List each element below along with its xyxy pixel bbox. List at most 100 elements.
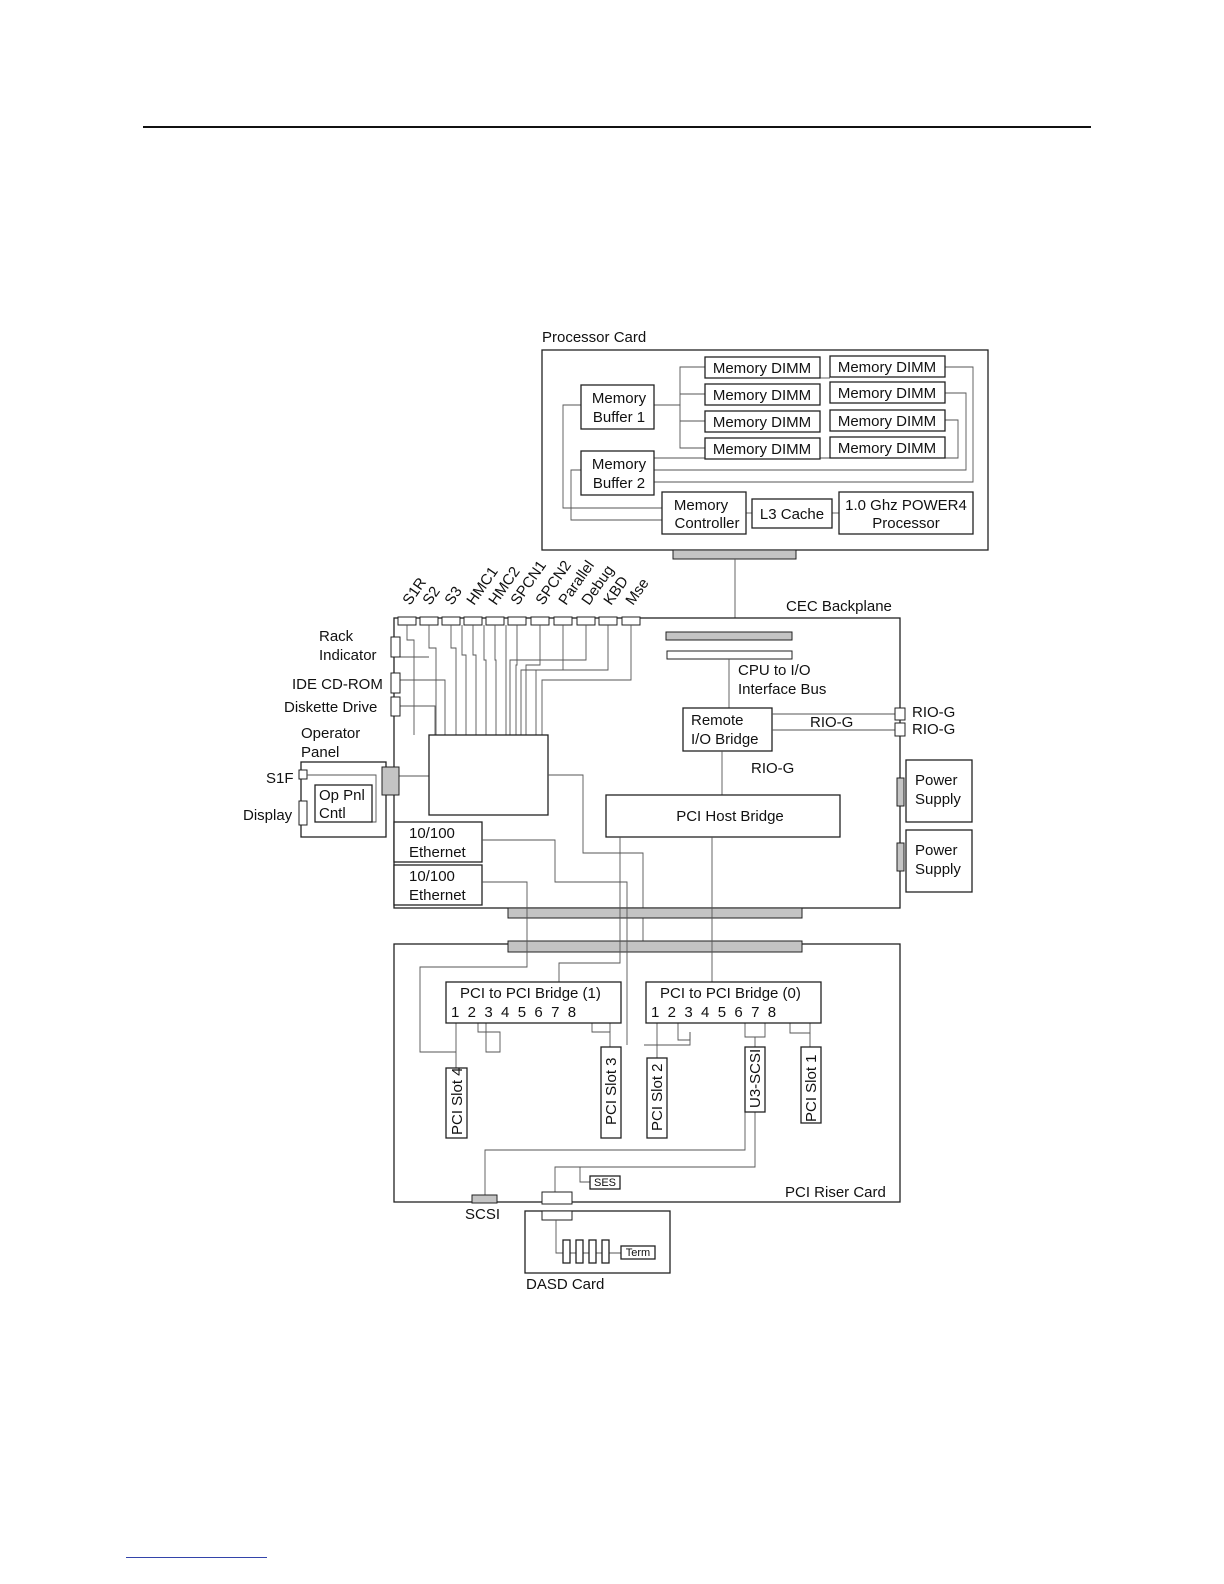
memory-dimm: Memory DIMM (704, 437, 821, 460)
pci-host-bridge: PCI Host Bridge (605, 794, 841, 838)
l3-cache: L3 Cache (751, 498, 833, 529)
ses-chip: SES (589, 1175, 621, 1190)
scsi-label: SCSI (465, 1206, 500, 1223)
ethernet-2: 10/100 Ethernet (393, 864, 483, 906)
rack-indicator-label-1: Rack (319, 628, 354, 645)
svg-text:1 2 3 4 5 6 7 8: 1 2 3 4 5 6 7 8 (651, 1004, 776, 1021)
memory-buffer-1: Memory Buffer 1 (580, 384, 655, 430)
svg-text:10/100: 10/100 (409, 868, 455, 885)
svg-text:Power: Power (915, 772, 958, 789)
svg-text:U3-SCSI: U3-SCSI (747, 1049, 764, 1108)
memory-dimm: Memory DIMM (829, 436, 946, 459)
display-label: Display (243, 807, 293, 824)
riser-dasd-connector-upper (541, 1191, 573, 1205)
svg-text:Memory DIMM: Memory DIMM (838, 359, 936, 376)
memory-dimm: Memory DIMM (704, 356, 821, 379)
rio-g-label-host: RIO-G (751, 760, 794, 777)
cpu-to-io-label-1: CPU to I/O (738, 662, 811, 679)
backplane-port-labels: S1R S2 S3 HMC1 HMC2 SPCN1 SPCN2 Parallel… (399, 558, 652, 609)
s1f-port (298, 769, 308, 780)
svg-text:PCI Slot 4: PCI Slot 4 (449, 1067, 466, 1135)
rio-g-port-1 (894, 707, 906, 721)
rio-g-label-1: RIO-G (912, 704, 955, 721)
svg-text:1 2 3 4 5 6 7 8: 1 2 3 4 5 6 7 8 (451, 1004, 576, 1021)
svg-text:Supply: Supply (915, 861, 961, 878)
port-label-s3: S3 (441, 584, 465, 609)
cec-backplane-title: CEC Backplane (786, 598, 892, 615)
processor-card-connector (672, 549, 797, 560)
pci-bridge-1: PCI to PCI Bridge (1) 1 2 3 4 5 6 7 8 (445, 981, 622, 1024)
svg-text:I/O Bridge: I/O Bridge (691, 731, 759, 748)
svg-text:PCI Slot 1: PCI Slot 1 (803, 1054, 820, 1122)
cpu-to-io-label-2: Interface Bus (738, 681, 826, 698)
pci-bridge-0: PCI to PCI Bridge (0) 1 2 3 4 5 6 7 8 (645, 981, 822, 1024)
svg-text:Power: Power (915, 842, 958, 859)
svg-text:Memory DIMM: Memory DIMM (713, 360, 811, 377)
svg-text:PCI to PCI Bridge (0): PCI to PCI Bridge (0) (660, 985, 801, 1002)
remote-io-bridge: Remote I/O Bridge (682, 707, 773, 752)
svg-text:Memory DIMM: Memory DIMM (838, 413, 936, 430)
dasd-wiring (555, 1220, 621, 1254)
svg-text:Memory DIMM: Memory DIMM (838, 385, 936, 402)
svg-text:Buffer 1: Buffer 1 (593, 409, 645, 426)
ide-cdrom-label: IDE CD-ROM (292, 676, 383, 693)
svg-text:Processor: Processor (872, 515, 940, 532)
svg-text:Memory DIMM: Memory DIMM (838, 440, 936, 457)
processor-card-title: Processor Card (542, 329, 646, 346)
power-supply-1-connector (896, 777, 905, 807)
svg-text:Memory: Memory (674, 497, 729, 514)
memory-controller: Memory Controller (661, 491, 747, 535)
svg-text:Cntl: Cntl (319, 805, 346, 822)
pci-slot-1: PCI Slot 1 (800, 1046, 822, 1124)
svg-text:PCI Slot 3: PCI Slot 3 (603, 1057, 620, 1125)
power-supply-1: Power Supply (905, 759, 973, 823)
pci-riser-card-title: PCI Riser Card (785, 1184, 886, 1201)
power-supply-2-connector (896, 842, 905, 872)
svg-text:SES: SES (594, 1177, 616, 1189)
backplane-port-wiring (399, 625, 632, 777)
svg-text:L3 Cache: L3 Cache (760, 506, 824, 523)
diskette-drive-label: Diskette Drive (284, 699, 377, 716)
pci-riser-wiring (419, 837, 811, 1195)
svg-text:PCI Slot 2: PCI Slot 2 (649, 1063, 666, 1131)
svg-text:PCI to PCI Bridge (1): PCI to PCI Bridge (1) (460, 985, 601, 1002)
op-pnl-cntl: Op Pnl Cntl (314, 784, 373, 823)
svg-text:Supply: Supply (915, 791, 961, 808)
u3-scsi: U3-SCSI (744, 1046, 766, 1113)
memory-buffer-2: Memory Buffer 2 (580, 450, 655, 496)
term-block: Term (620, 1245, 656, 1260)
svg-text:PCI Host Bridge: PCI Host Bridge (676, 808, 784, 825)
operator-panel-label-2: Panel (301, 744, 339, 761)
svg-text:Buffer 2: Buffer 2 (593, 475, 645, 492)
dasd-bays (562, 1239, 610, 1264)
ide-cdrom-connector (390, 672, 401, 694)
pci-slot-4: PCI Slot 4 (445, 1067, 468, 1139)
rio-g-label-internal: RIO-G (810, 714, 853, 731)
svg-text:Memory DIMM: Memory DIMM (713, 414, 811, 431)
memory-dimm: Memory DIMM (704, 383, 821, 406)
svg-text:Remote: Remote (691, 712, 744, 729)
dasd-card-title: DASD Card (526, 1276, 604, 1293)
svg-text:Op Pnl: Op Pnl (319, 787, 365, 804)
svg-text:10/100: 10/100 (409, 825, 455, 842)
display-port (298, 800, 308, 826)
memory-dimm: Memory DIMM (704, 410, 821, 433)
io-controller-hub (428, 734, 549, 816)
cpu-bus-connector-upper (665, 631, 793, 641)
header-rule (143, 126, 1091, 128)
operator-panel-label-1: Operator (301, 725, 360, 742)
s1f-label: S1F (266, 770, 294, 787)
memory-dimm: Memory DIMM (829, 409, 946, 432)
svg-text:Memory DIMM: Memory DIMM (713, 441, 811, 458)
svg-text:Term: Term (626, 1247, 650, 1259)
rio-g-label-2: RIO-G (912, 721, 955, 738)
svg-text:Memory DIMM: Memory DIMM (713, 387, 811, 404)
cpu-bus-connector-lower (666, 650, 793, 660)
ethernet-1: 10/100 Ethernet (393, 821, 483, 863)
memory-dimm: Memory DIMM (829, 381, 946, 404)
backplane-riser-connector-upper (507, 907, 803, 919)
backplane-riser-connector-lower (507, 940, 803, 953)
op-panel-wiring (307, 774, 377, 823)
rio-g-port-2 (894, 722, 906, 737)
